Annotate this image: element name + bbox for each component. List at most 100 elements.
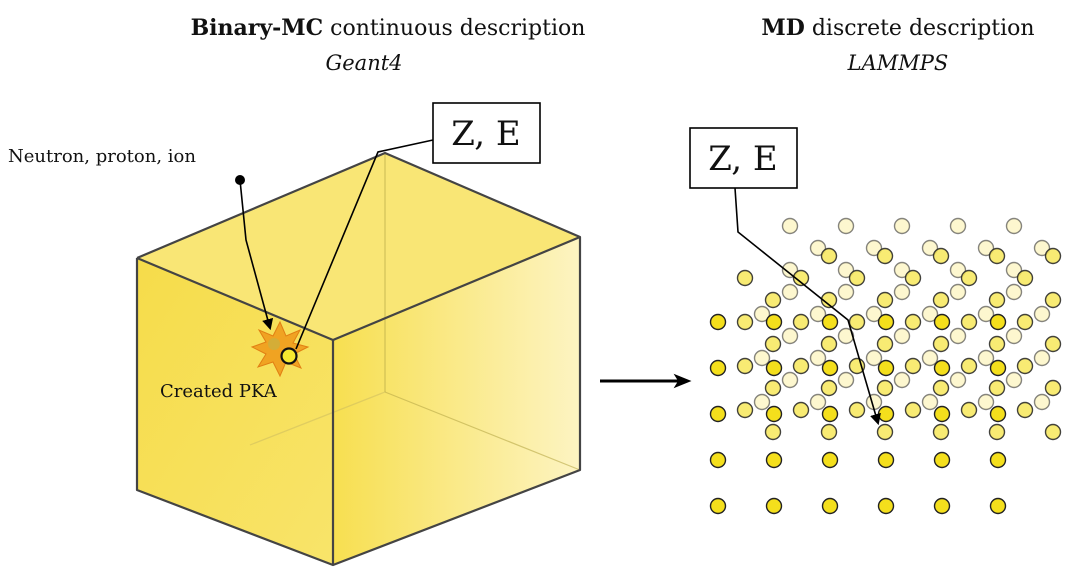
- right-title-bold: MD: [761, 15, 804, 41]
- md-atom-back: [809, 239, 827, 257]
- md-atom-front: [877, 451, 895, 469]
- md-atom-back: [1005, 327, 1023, 345]
- md-atom-back: [1033, 393, 1051, 411]
- md-atom-front: [709, 405, 727, 423]
- md-atom-mid: [820, 247, 838, 265]
- md-atom-mid: [932, 247, 950, 265]
- md-atom-mid: [988, 423, 1006, 441]
- md-atom-mid: [876, 423, 894, 441]
- md-atom-mid: [988, 291, 1006, 309]
- md-atom-front: [765, 451, 783, 469]
- md-atom-mid: [988, 379, 1006, 397]
- md-atom-mid: [960, 357, 978, 375]
- md-atom-front: [821, 497, 839, 515]
- md-atom-back: [1033, 239, 1051, 257]
- left-subtitle: Geant4: [325, 51, 402, 75]
- md-atom-front: [765, 405, 783, 423]
- md-atom-front: [989, 313, 1007, 331]
- md-atom-front: [877, 497, 895, 515]
- md-atom-front: [709, 313, 727, 331]
- md-atom-front: [989, 451, 1007, 469]
- md-atom-mid: [792, 357, 810, 375]
- md-atom-back: [893, 371, 911, 389]
- md-atom-back: [1005, 283, 1023, 301]
- md-atom-front: [933, 359, 951, 377]
- right-ze-label: Z, E: [708, 139, 777, 179]
- right-ze-box: [689, 127, 798, 189]
- md-atom-mid: [792, 313, 810, 331]
- md-atom-mid: [736, 269, 754, 287]
- md-atom-mid: [932, 379, 950, 397]
- md-atom-mid: [792, 401, 810, 419]
- md-atom-mid: [1016, 313, 1034, 331]
- md-atom-back: [781, 327, 799, 345]
- md-atom-front: [821, 359, 839, 377]
- md-atom-back: [809, 349, 827, 367]
- md-atom-mid: [820, 423, 838, 441]
- md-atom-front: [765, 313, 783, 331]
- md-atom-mid: [1044, 335, 1062, 353]
- md-atom-mid: [1044, 291, 1062, 309]
- md-atom-front: [989, 359, 1007, 377]
- md-lattice: [709, 217, 1062, 515]
- pka-label: Created PKA: [160, 381, 278, 402]
- md-atom-back: [837, 371, 855, 389]
- pka-origin-dot: [268, 338, 280, 350]
- md-atom-mid: [876, 247, 894, 265]
- md-atom-front: [877, 405, 895, 423]
- md-atom-front: [877, 359, 895, 377]
- md-atom-mid: [848, 401, 866, 419]
- md-atom-back: [949, 327, 967, 345]
- cube-top-face: [137, 153, 580, 340]
- md-atom-mid: [932, 291, 950, 309]
- md-atom-back: [837, 261, 855, 279]
- md-atom-mid: [1044, 247, 1062, 265]
- md-atom-front: [765, 359, 783, 377]
- md-atom-front: [933, 451, 951, 469]
- md-atom-back: [781, 371, 799, 389]
- md-atom-back: [893, 217, 911, 235]
- md-atom-front: [989, 497, 1007, 515]
- md-atom-front: [933, 313, 951, 331]
- md-atom-front: [765, 497, 783, 515]
- md-atom-back: [781, 261, 799, 279]
- cube-hidden-edge-right: [384, 391, 581, 471]
- md-atom-mid: [848, 269, 866, 287]
- md-atom-mid: [736, 401, 754, 419]
- md-atom-back: [781, 217, 799, 235]
- md-atom-mid: [820, 335, 838, 353]
- md-atom-mid: [736, 357, 754, 375]
- md-atom-mid: [960, 401, 978, 419]
- md-atom-back: [949, 283, 967, 301]
- md-atom-front: [933, 497, 951, 515]
- left-title-bold: Binary-MC: [191, 15, 324, 41]
- cube-right-face: [333, 237, 580, 565]
- md-atom-mid: [736, 313, 754, 331]
- md-atom-mid: [848, 313, 866, 331]
- md-atom-front: [709, 359, 727, 377]
- md-atom-mid: [764, 379, 782, 397]
- md-atom-back: [893, 283, 911, 301]
- md-atom-back: [865, 239, 883, 257]
- md-atom-back: [977, 305, 995, 323]
- md-atom-mid: [960, 269, 978, 287]
- md-atom-back: [809, 393, 827, 411]
- md-atom-front: [877, 313, 895, 331]
- md-atom-mid: [988, 335, 1006, 353]
- md-trajectory-arrow: [734, 187, 881, 426]
- md-atom-back: [949, 261, 967, 279]
- md-atom-back: [837, 217, 855, 235]
- particle-label: Neutron, proton, ion: [8, 146, 196, 167]
- md-atom-back: [921, 349, 939, 367]
- md-atom-back: [921, 239, 939, 257]
- md-atom-mid: [764, 423, 782, 441]
- md-atom-back: [1005, 217, 1023, 235]
- md-atom-front: [989, 405, 1007, 423]
- md-atom-back: [921, 305, 939, 323]
- md-atom-front: [821, 405, 839, 423]
- md-atom-back: [753, 305, 771, 323]
- md-atom-mid: [792, 269, 810, 287]
- left-title-rest: continuous description: [323, 16, 585, 41]
- md-atom-front: [709, 497, 727, 515]
